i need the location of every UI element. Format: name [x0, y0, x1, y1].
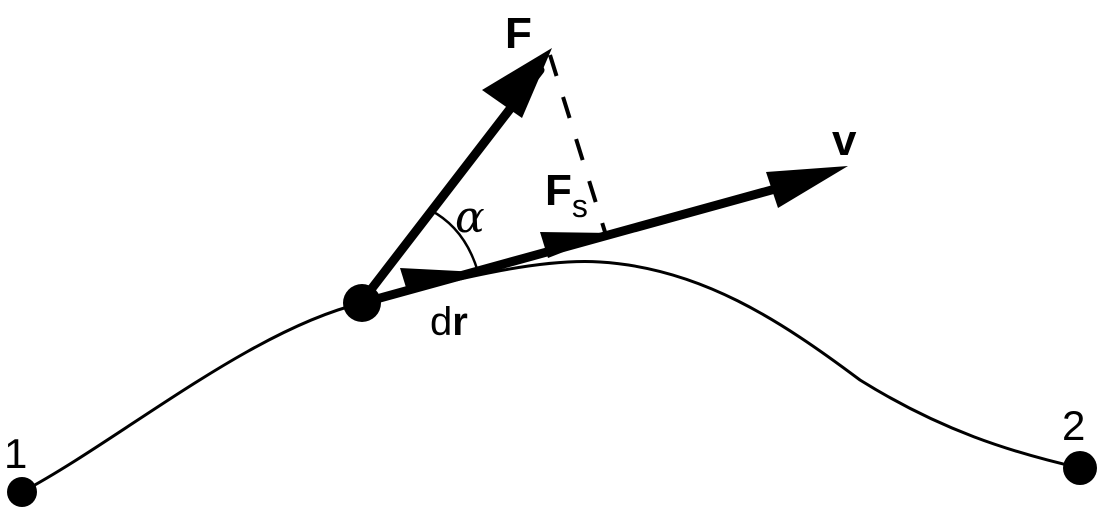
projection-dashed-line: [548, 54, 607, 233]
end-point-label: 2: [1062, 402, 1085, 449]
start-point-dot: [7, 477, 37, 507]
force-vector-arrowhead: [482, 48, 552, 118]
displacement-prefix: d: [430, 300, 452, 344]
tangential-force-base: F: [545, 166, 572, 215]
start-point-label: 1: [4, 430, 27, 477]
velocity-label: v: [832, 116, 857, 165]
force-label: F: [505, 9, 532, 58]
tangential-force-arrowhead: [540, 232, 612, 258]
end-point-dot: [1063, 451, 1097, 485]
displacement-arrowhead: [400, 268, 478, 294]
displacement-label: dr: [430, 300, 468, 344]
angle-label: α: [455, 192, 485, 243]
trajectory-curve: [21, 260, 1081, 494]
angle-arc: [429, 208, 480, 273]
velocity-vector-arrowhead: [766, 166, 848, 208]
tangential-force-label: Fs: [545, 166, 588, 224]
tangential-force-subscript: s: [572, 188, 588, 224]
displacement-vector-symbol: r: [452, 300, 468, 344]
